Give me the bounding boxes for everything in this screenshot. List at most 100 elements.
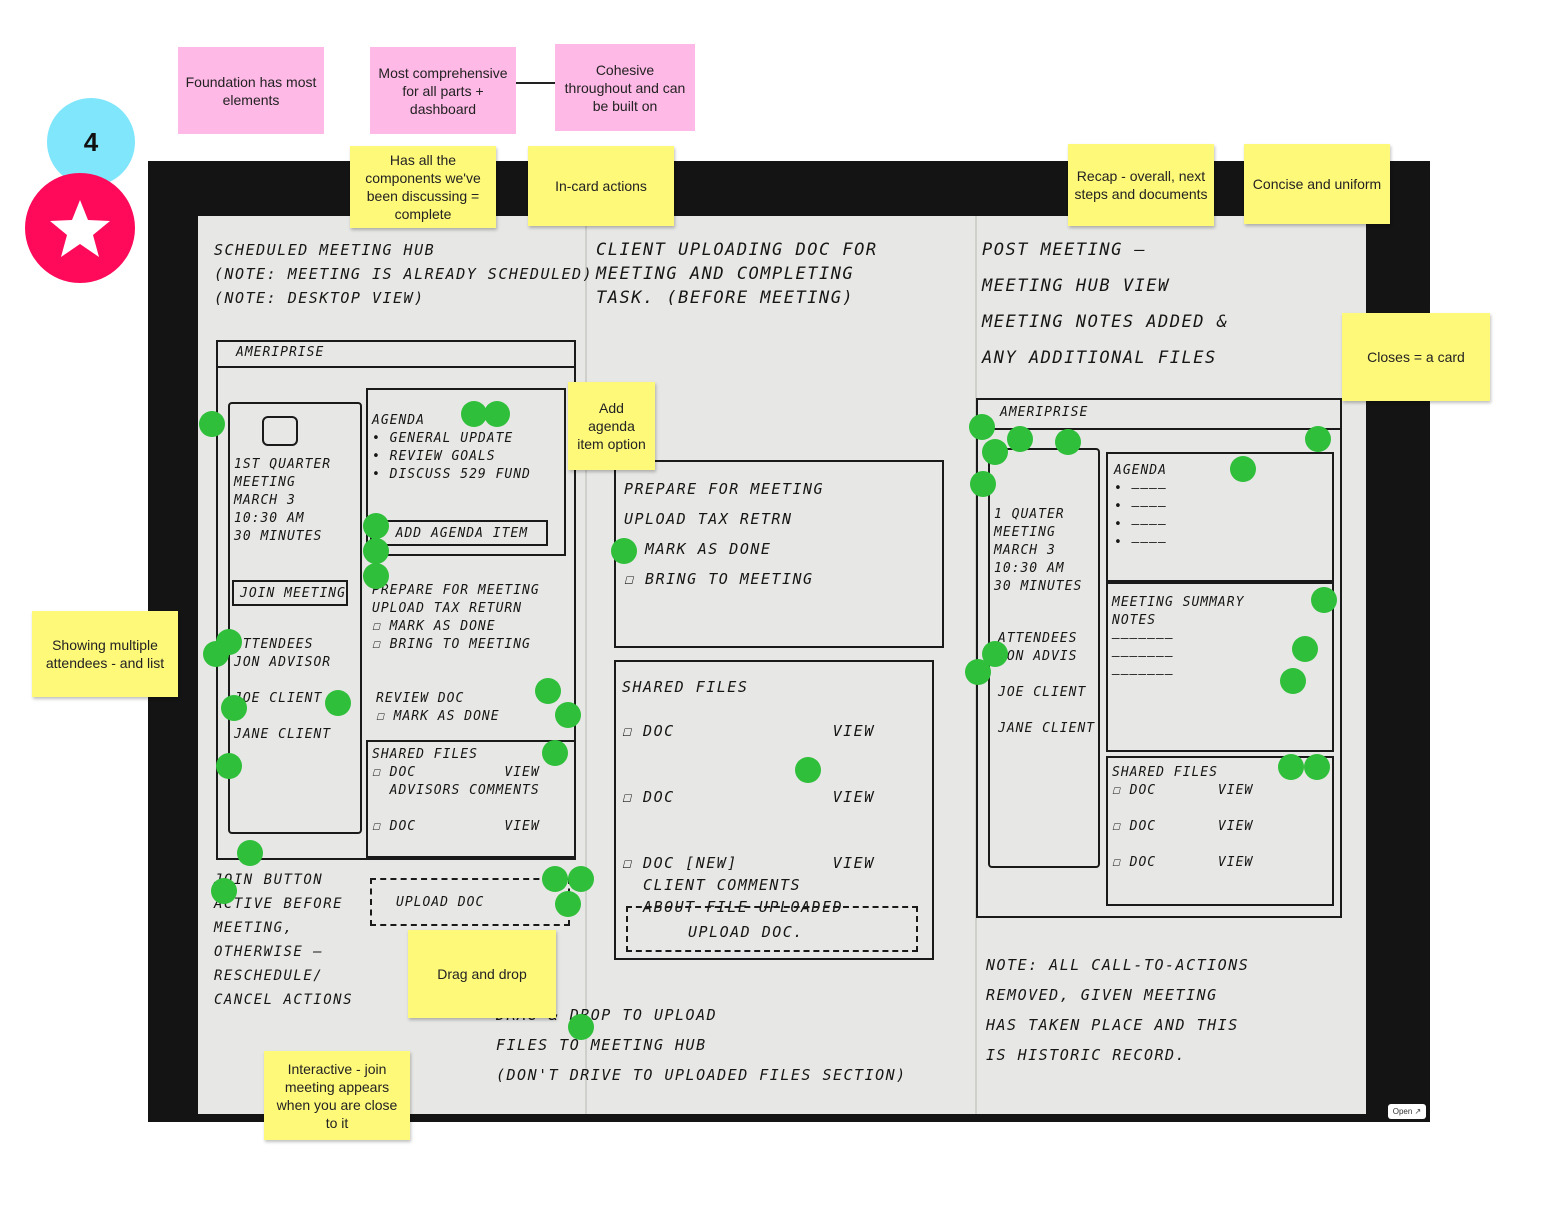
vote-dot[interactable] (363, 563, 389, 589)
panel1-brand: AMERIPRISE (236, 345, 325, 360)
panel1-meeting-info: 1ST QUARTER MEETING MARCH 3 10:30 AM 30 … (234, 457, 332, 544)
vote-dot[interactable] (237, 840, 263, 866)
star-icon (50, 200, 110, 257)
vote-dot[interactable] (982, 439, 1008, 465)
open-button[interactable]: Open ↗ (1388, 1104, 1426, 1119)
panel3-summary: MEETING SUMMARY NOTES ——————— ——————— ——… (1112, 595, 1245, 682)
vote-dot[interactable] (555, 891, 581, 917)
sticky-drag-drop[interactable]: Drag and drop (408, 930, 556, 1018)
vote-dot[interactable] (1055, 429, 1081, 455)
paper-fold (585, 216, 587, 1114)
vote-dot[interactable] (568, 866, 594, 892)
vote-dot[interactable] (555, 702, 581, 728)
sticky-text: Closes = a card (1367, 349, 1465, 365)
vote-dot[interactable] (221, 695, 247, 721)
panel3-note: NOTE: ALL CALL-TO-ACTIONS REMOVED, GIVEN… (986, 956, 1250, 1064)
sticky-text: Concise and uniform (1252, 176, 1382, 192)
sticky-add-agenda[interactable]: Add agenda item option (568, 382, 655, 470)
panel3-meeting-info: 1 QUATER MEETING MARCH 3 10:30 AM 30 MIN… (994, 507, 1083, 594)
connector-line (516, 82, 556, 84)
vote-dot[interactable] (1292, 636, 1318, 662)
panel3-agenda: AGENDA • ———— • ———— • ———— • ———— (1114, 463, 1167, 550)
sticky-text: Cohesive throughout and can be built on (564, 61, 686, 114)
vote-dot[interactable] (203, 641, 229, 667)
panel1-prepare: PREPARE FOR MEETING UPLOAD TAX RETURN ☐ … (372, 583, 540, 652)
sticky-text: Drag and drop (437, 966, 527, 982)
vote-dot[interactable] (1304, 754, 1330, 780)
vote-dot[interactable] (363, 513, 389, 539)
sticky-cohesive[interactable]: Cohesive throughout and can be built on (555, 44, 695, 131)
vote-dot[interactable] (568, 1014, 594, 1040)
sticky-text: Has all the components we've been discus… (365, 152, 481, 222)
panel3-browser (976, 398, 1342, 918)
panel2-title: CLIENT UPLOADING DOC FOR MEETING AND COM… (596, 240, 878, 308)
add-agenda-label: + ADD AGENDA ITEM (378, 526, 529, 541)
sticky-text: Foundation has most elements (185, 73, 317, 108)
vote-dot[interactable] (969, 414, 995, 440)
upload-label: UPLOAD DOC (396, 895, 485, 910)
panel3-shared: SHARED FILES ☐ DOC VIEW ☐ DOC VIEW ☐ DOC… (1112, 765, 1254, 870)
vote-dot[interactable] (535, 678, 561, 704)
sticky-foundation[interactable]: Foundation has most elements (178, 47, 324, 134)
panel3-title: POST MEETING — MEETING HUB VIEW MEETING … (982, 240, 1229, 368)
vote-dot[interactable] (363, 538, 389, 564)
vote-dot[interactable] (965, 659, 991, 685)
sticky-interactive[interactable]: Interactive - join meeting appears when … (264, 1051, 410, 1140)
panel1-upload-zone[interactable]: UPLOAD DOC (370, 878, 570, 926)
vote-dot[interactable] (970, 471, 996, 497)
panel1-title: SCHEDULED MEETING HUB (NOTE: MEETING IS … (214, 241, 594, 307)
vote-dot[interactable] (1278, 754, 1304, 780)
sticky-text: Interactive - join meeting appears when … (276, 1060, 398, 1131)
vote-dot[interactable] (1305, 426, 1331, 452)
panel2-shared: SHARED FILES ☐ DOC VIEW ☐ DOC VIEW ☐ DOC… (622, 678, 875, 916)
sticky-text: Showing multiple attendees - and list (45, 637, 165, 671)
vote-dot[interactable] (795, 757, 821, 783)
panel2-shared-card (614, 660, 934, 960)
vote-dot[interactable] (1007, 426, 1033, 452)
sticky-text: Recap - overall, next steps and document… (1074, 168, 1208, 202)
calendar-icon (262, 416, 298, 446)
star-badge[interactable] (25, 173, 135, 283)
panel3-summary-card (1106, 582, 1334, 752)
sticky-concise[interactable]: Concise and uniform (1244, 144, 1390, 224)
group-number-badge: 4 (47, 98, 135, 186)
vote-dot[interactable] (199, 411, 225, 437)
sticky-text: Most comprehensive for all parts + dashb… (378, 64, 508, 117)
vote-dot[interactable] (542, 866, 568, 892)
sticky-comprehensive[interactable]: Most comprehensive for all parts + dashb… (370, 47, 516, 134)
panel1-meeting-card (228, 402, 362, 834)
panel2-upload-zone[interactable]: UPLOAD DOC. (626, 906, 918, 952)
panel2-note: DRAG & DROP TO UPLOAD FILES TO MEETING H… (496, 1006, 907, 1084)
panel1-agenda-card (366, 388, 566, 556)
sticky-text: Add agenda item option (577, 400, 646, 452)
sticky-attendees[interactable]: Showing multiple attendees - and list (32, 611, 178, 697)
vote-dot[interactable] (1280, 668, 1306, 694)
vote-dot[interactable] (211, 878, 237, 904)
panel3-agenda-card (1106, 452, 1334, 582)
sketch-paper (198, 216, 1366, 1114)
panel3-shared-card (1106, 756, 1334, 906)
add-agenda-item-button[interactable]: + ADD AGENDA ITEM (370, 520, 548, 546)
panel2-prepare: PREPARE FOR MEETING UPLOAD TAX RETRN ☑ M… (624, 480, 825, 588)
panel1-shared-card (366, 740, 576, 858)
vote-dot[interactable] (484, 401, 510, 427)
sticky-recap[interactable]: Recap - overall, next steps and document… (1068, 144, 1214, 226)
panel3-brand: AMERIPRISE (1000, 405, 1089, 420)
sticky-in-card[interactable]: In-card actions (528, 146, 674, 226)
join-meeting-button[interactable]: JOIN MEETING (232, 580, 348, 606)
divider (216, 366, 576, 368)
divider (976, 428, 1342, 430)
panel3-attendees: ATTENDEES JON ADVIS JOE CLIENT JANE CLIE… (998, 631, 1096, 736)
vote-dot[interactable] (1311, 587, 1337, 613)
panel1-review: REVIEW DOC ☐ MARK AS DONE (376, 691, 500, 724)
vote-dot[interactable] (542, 740, 568, 766)
vote-dot[interactable] (611, 538, 637, 564)
sticky-components[interactable]: Has all the components we've been discus… (350, 146, 496, 228)
upload-label: UPLOAD DOC. (688, 923, 804, 941)
sticky-closes[interactable]: Closes = a card (1342, 313, 1490, 401)
panel1-note: JOIN BUTTON ACTIVE BEFORE MEETING, OTHER… (214, 872, 354, 1008)
vote-dot[interactable] (461, 401, 487, 427)
vote-dot[interactable] (325, 690, 351, 716)
vote-dot[interactable] (1230, 456, 1256, 482)
vote-dot[interactable] (216, 753, 242, 779)
